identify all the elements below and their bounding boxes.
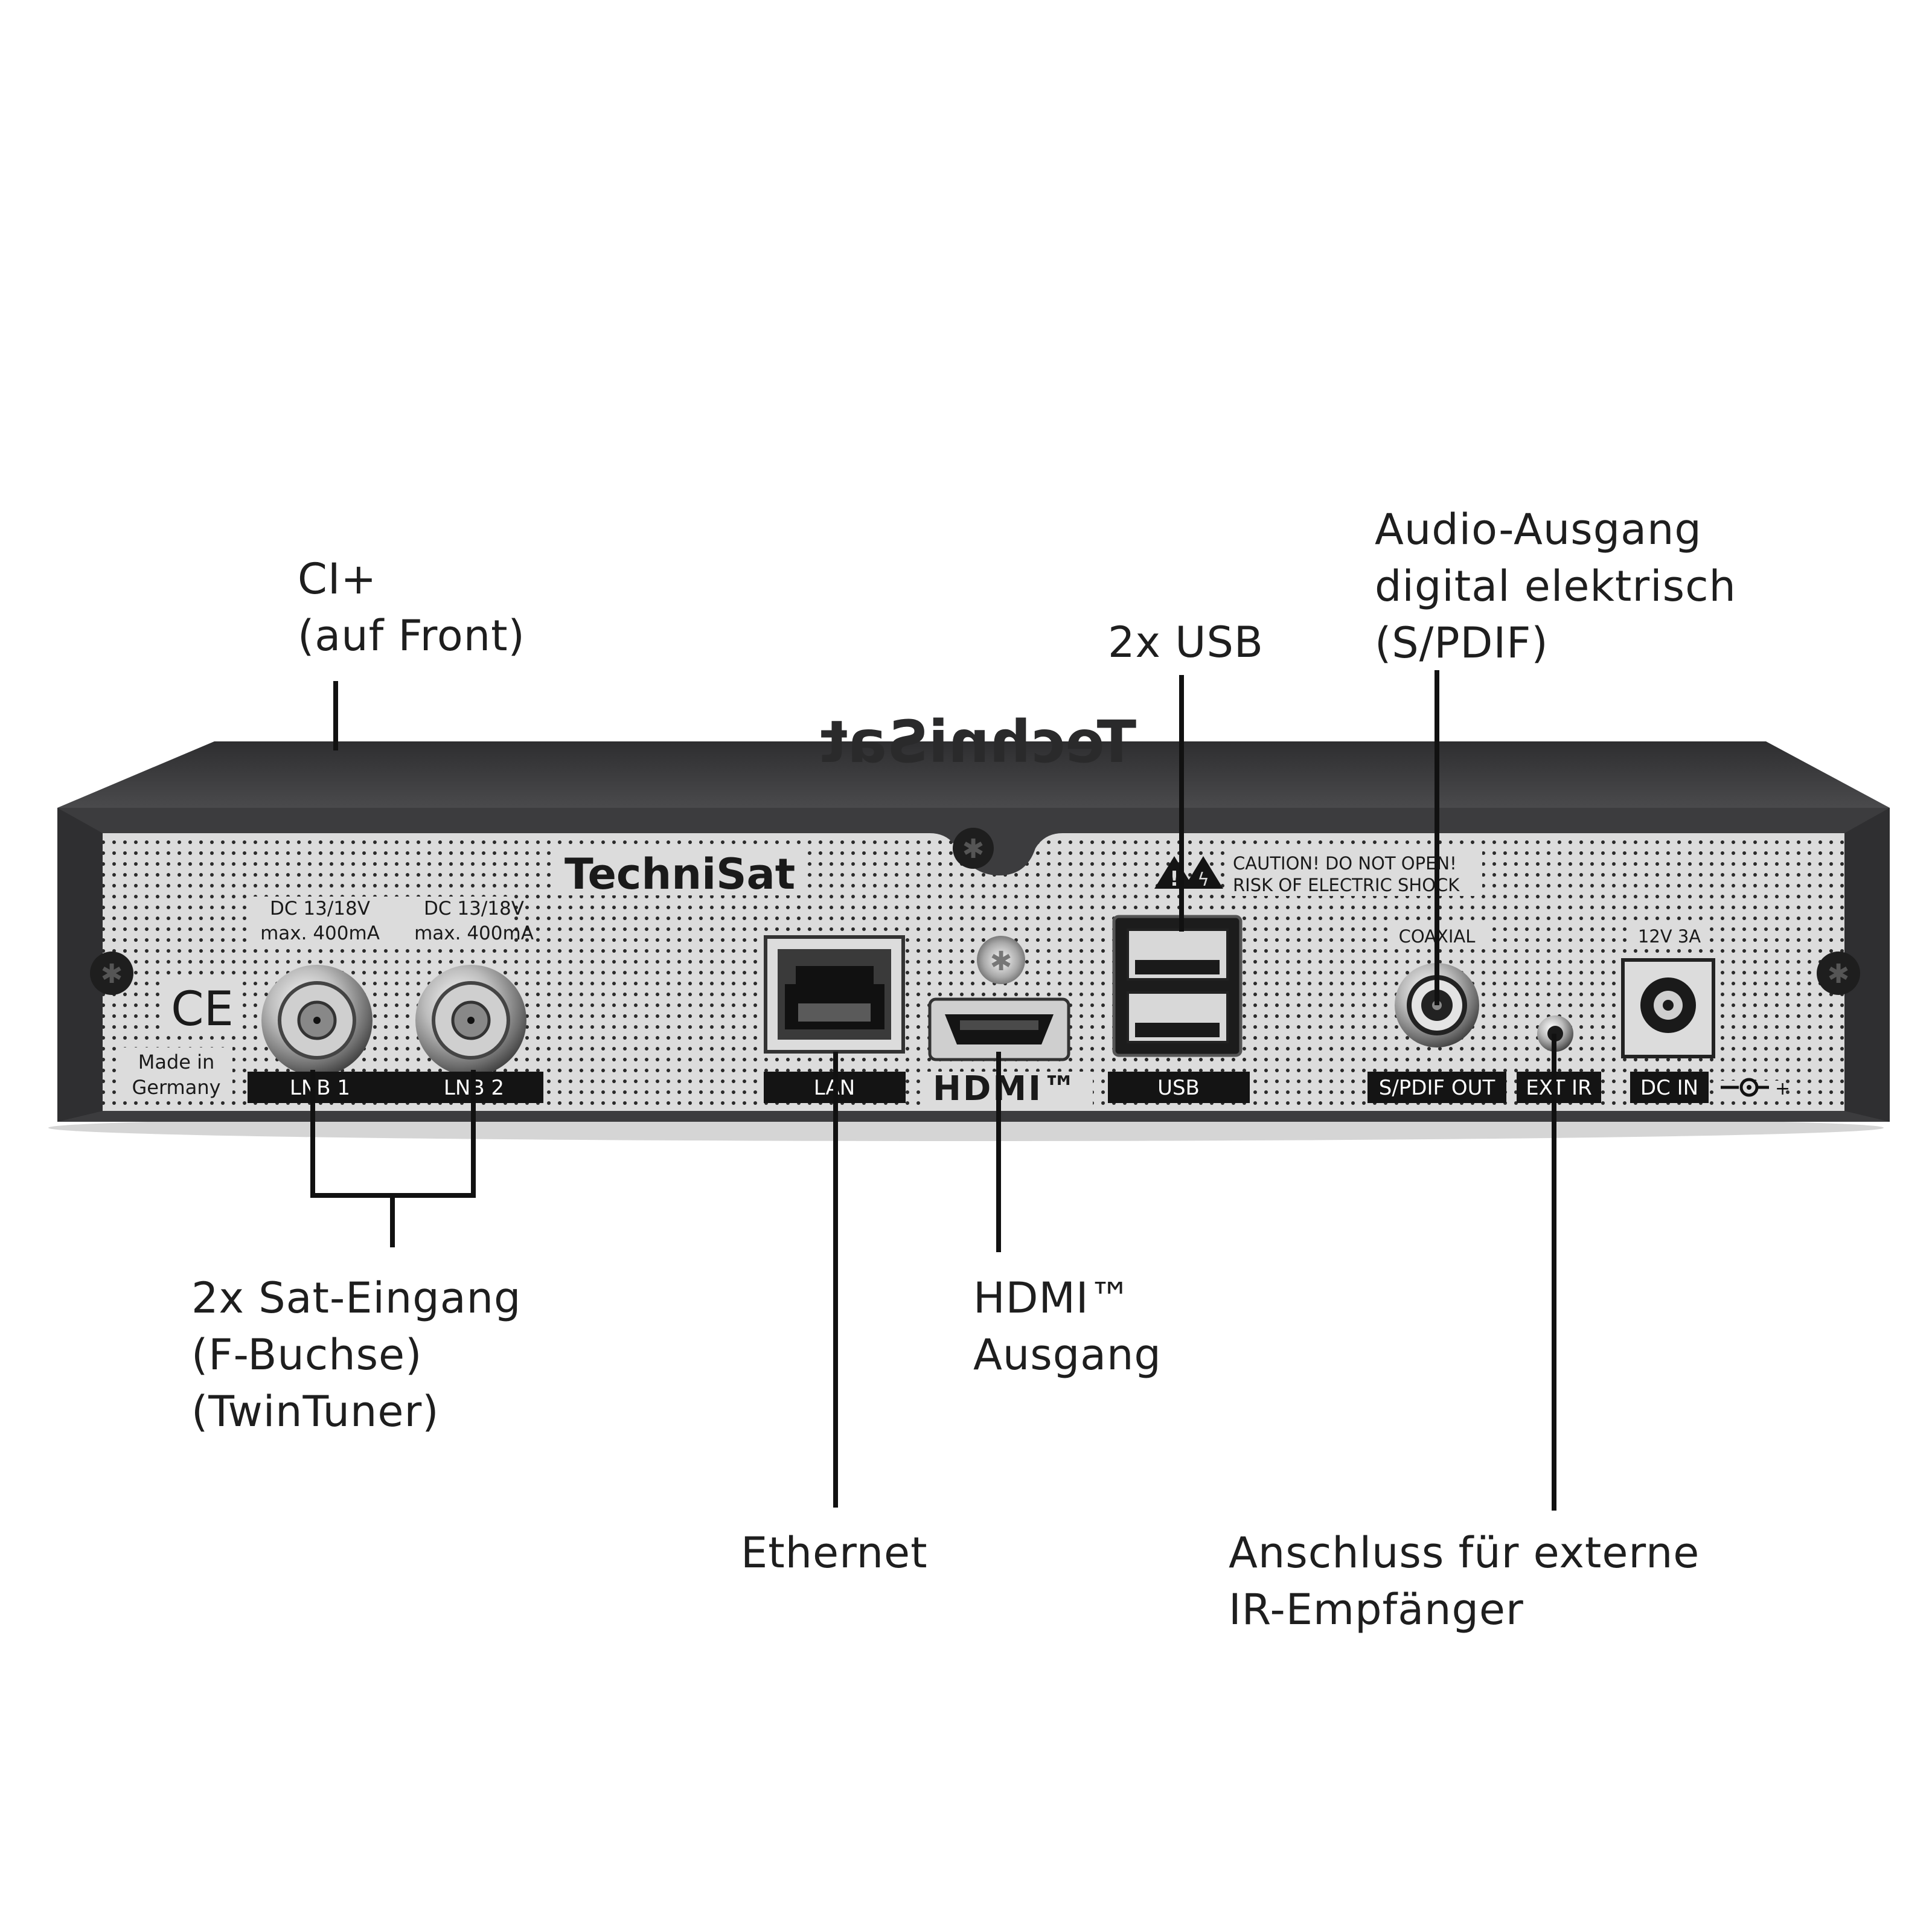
power-spec-label: 12V 3A	[1638, 926, 1701, 947]
usb-ports	[1112, 915, 1243, 1057]
lnb-label-bar	[248, 1072, 543, 1103]
callout-ethernet-line1: Ethernet	[741, 1528, 928, 1578]
callout-sat-line1: 2x Sat-Eingang	[191, 1273, 522, 1323]
spdif-coaxial-jack	[1395, 963, 1479, 1048]
callout-audio-line1: Audio-Ausgang	[1375, 505, 1702, 554]
callout-usb: 2x USB	[1108, 614, 1264, 671]
callout-ir-line2: IR-Empfänger	[1229, 1585, 1524, 1634]
lnb2-connector	[415, 965, 526, 1076]
screw-top-icon: ✱	[953, 828, 994, 869]
leader-line-sat-left	[310, 1070, 315, 1197]
lnb1-spec-line1: DC 13/18V	[270, 898, 370, 920]
callout-ir-line1: Anschluss für externe	[1229, 1528, 1700, 1578]
screw-left-icon: ✱	[90, 952, 133, 995]
leader-line-ir	[1552, 1034, 1556, 1511]
callout-audio: Audio-Ausgang digital elektrisch (S/PDIF…	[1375, 501, 1736, 671]
callout-hdmi-line1: HDMI™	[973, 1273, 1132, 1323]
lnb1-connector	[261, 965, 373, 1076]
label-dcin: DC IN	[1640, 1076, 1698, 1100]
dc-polarity-icon: +	[1713, 1078, 1790, 1101]
leader-line-usb	[1179, 675, 1184, 932]
leader-line-ci	[333, 681, 338, 750]
usb-label-bar	[1108, 1072, 1250, 1103]
caution-line2: RISK OF ELECTRIC SHOCK	[1233, 875, 1460, 895]
callout-ci-line2: (auf Front)	[298, 611, 525, 661]
lnb2-spec-line1: DC 13/18V	[424, 898, 524, 920]
leader-line-ethernet	[833, 1052, 838, 1508]
top-embossed-logo: TechniSat	[820, 708, 1136, 776]
leader-line-audio	[1435, 670, 1439, 1005]
lnb1-spec-line2: max. 400mA	[260, 923, 380, 944]
spdif-label-bar	[1367, 1072, 1506, 1103]
ce-mark: CE	[171, 982, 234, 1037]
lan-port	[764, 935, 905, 1054]
top-cover	[57, 741, 1890, 808]
svg-text:!: !	[1169, 867, 1179, 891]
svg-text:✱: ✱	[101, 959, 123, 990]
callout-ethernet: Ethernet	[741, 1524, 928, 1581]
svg-text:ϟ: ϟ	[1197, 869, 1209, 891]
callout-ci: CI+ (auf Front)	[298, 551, 525, 664]
caution-line1: CAUTION! DO NOT OPEN!	[1233, 853, 1457, 874]
shock-warning-icon: ϟ	[1183, 856, 1223, 891]
callout-hdmi-line2: Ausgang	[973, 1330, 1162, 1380]
callout-ci-line1: CI+	[298, 554, 377, 604]
label-extir: EXT IR	[1526, 1076, 1591, 1100]
callout-sat-line3: (TwinTuner)	[191, 1387, 440, 1436]
hdmi-port	[928, 997, 1070, 1061]
leader-line-hdmi	[996, 1052, 1001, 1252]
screw-right-icon: ✱	[1817, 952, 1860, 995]
brand-logo: TechniSat	[565, 849, 795, 899]
callout-hdmi: HDMI™ Ausgang	[973, 1270, 1162, 1383]
label-lnb1: LNB 1	[290, 1076, 350, 1100]
dcin-label-bar	[1630, 1072, 1709, 1103]
svg-text:✱: ✱	[1828, 959, 1850, 990]
svg-text:+: +	[1775, 1078, 1790, 1099]
warning-icon: !	[1154, 856, 1194, 891]
callout-usb-line1: 2x USB	[1108, 618, 1264, 667]
screw-hdmi-icon: ✱	[977, 936, 1025, 984]
extir-label-bar	[1517, 1072, 1601, 1103]
lnb2-spec-line2: max. 400mA	[414, 923, 534, 944]
label-usb: USB	[1157, 1076, 1200, 1100]
callout-audio-line2: digital elektrisch	[1375, 561, 1736, 611]
callout-ir: Anschluss für externe IR-Empfänger	[1229, 1524, 1700, 1638]
dc-in-jack	[1621, 958, 1715, 1058]
callout-audio-line3: (S/PDIF)	[1375, 618, 1549, 668]
hdmi-logo: HDMI™	[933, 1069, 1078, 1108]
svg-text:✱: ✱	[990, 946, 1012, 977]
callout-sat-line2: (F-Buchse)	[191, 1330, 423, 1380]
label-spdif: S/PDIF OUT	[1379, 1076, 1495, 1100]
made-in-line1: Made in	[138, 1051, 215, 1073]
callout-sat: 2x Sat-Eingang (F-Buchse) (TwinTuner)	[191, 1270, 521, 1440]
made-in-line2: Germany	[132, 1076, 220, 1099]
leader-line-sat-right	[471, 1070, 476, 1197]
svg-text:✱: ✱	[962, 834, 985, 865]
leader-line-sat-down	[390, 1193, 395, 1247]
perforated-panel	[103, 833, 1844, 1111]
